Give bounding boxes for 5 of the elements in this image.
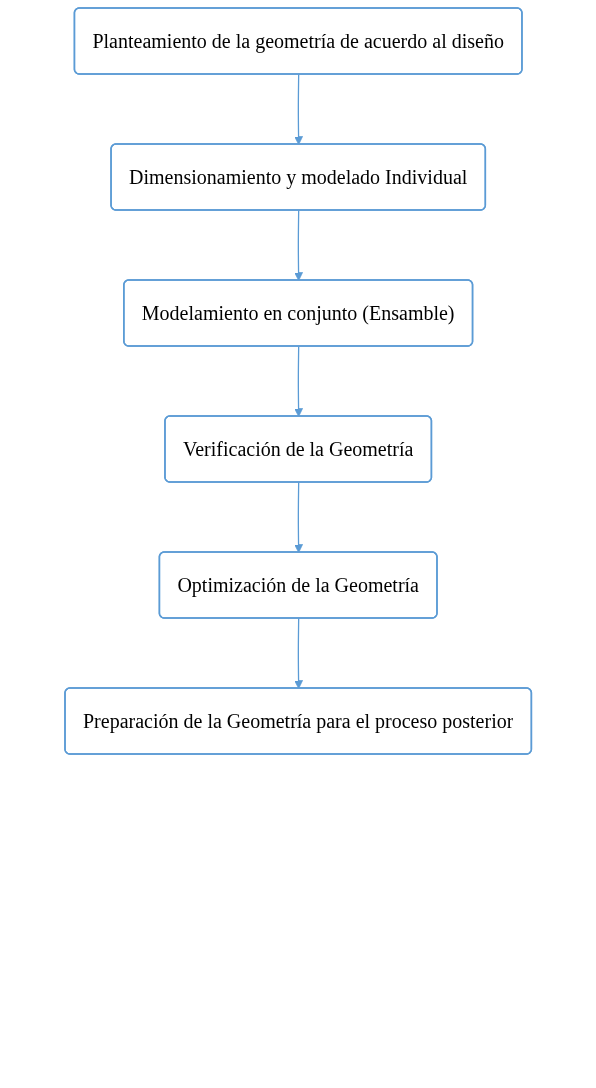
arrow (294, 617, 303, 689)
arrow (294, 481, 303, 553)
arrow (294, 209, 303, 281)
arrow (294, 73, 303, 145)
arrow (294, 345, 303, 417)
